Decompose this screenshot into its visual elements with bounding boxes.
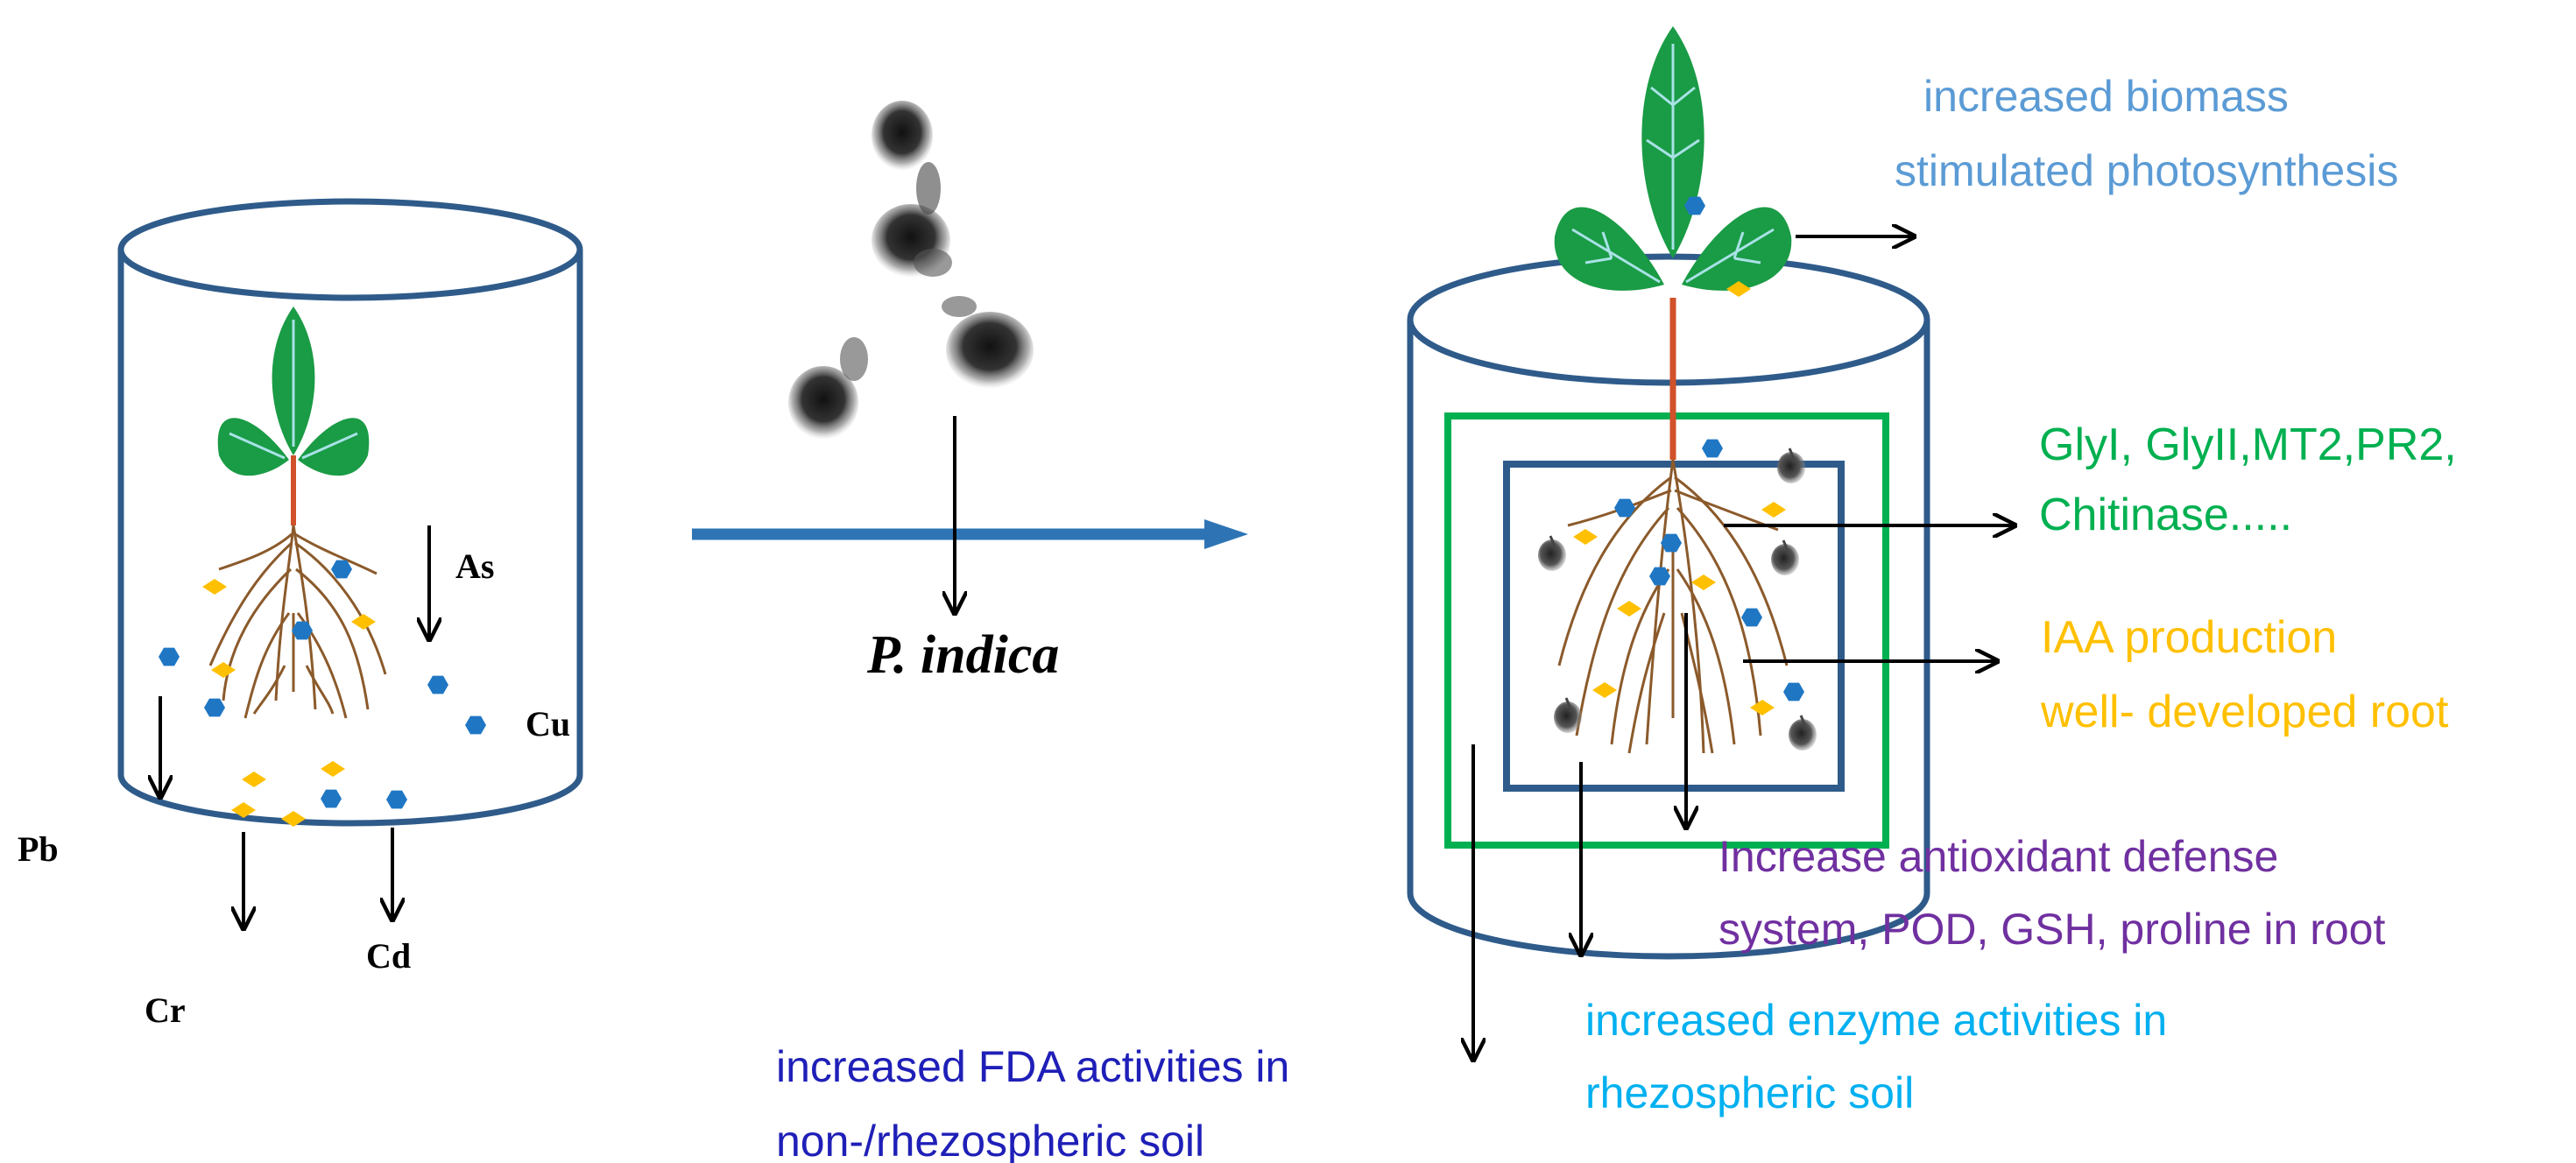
svg-text:well- developed root: well- developed root bbox=[2040, 687, 2449, 737]
root-effects-label: IAA production well- developed root bbox=[2040, 612, 2449, 737]
fungal-spore-icon bbox=[788, 101, 1034, 440]
hexagon-metal-icon bbox=[386, 790, 407, 809]
svg-text:system, POD, GSH, proline in r: system, POD, GSH, proline in root bbox=[1719, 905, 2385, 954]
hexagon-metal-icon bbox=[159, 647, 180, 666]
metal-label-cu: Cu bbox=[526, 704, 570, 744]
svg-text:increased enzyme activities in: increased enzyme activities in bbox=[1585, 996, 2167, 1045]
rhizosphere-outer-box bbox=[1444, 412, 1889, 849]
enzyme-label: increased enzyme activities in rhezosphe… bbox=[1585, 996, 2167, 1117]
leaf-icon bbox=[217, 418, 289, 476]
effect-labels: increased biomass stimulated photosynthe… bbox=[776, 72, 2457, 1163]
process-arrow bbox=[692, 519, 1248, 549]
right-pot-cylinder bbox=[1407, 253, 1930, 960]
antioxidant-label: Increase antioxidant defense system, POD… bbox=[1719, 832, 2385, 954]
hexagon-metal-icon bbox=[427, 675, 448, 694]
leaf-icon bbox=[1682, 207, 1792, 291]
fungal-spore-icon bbox=[1787, 714, 1818, 752]
hexagon-metal-icon bbox=[1702, 439, 1723, 458]
svg-text:stimulated photosynthesis: stimulated photosynthesis bbox=[1895, 146, 2398, 195]
right-pot bbox=[1407, 26, 2015, 1060]
svg-text:rhezospheric soil: rhezospheric soil bbox=[1585, 1068, 1914, 1117]
diamond-metal-icon bbox=[1617, 601, 1641, 617]
leaf-icon bbox=[1641, 26, 1704, 258]
fungus-label: P. indica bbox=[866, 625, 1059, 685]
diamond-metal-icon bbox=[1573, 529, 1598, 545]
fungal-spore-icon bbox=[1552, 696, 1584, 735]
left-pot: As Cu Pb Cd Cr bbox=[18, 198, 583, 1030]
left-pot-cylinder bbox=[117, 198, 583, 827]
metal-label-cr: Cr bbox=[145, 990, 186, 1030]
hexagon-metal-icon bbox=[1741, 608, 1762, 627]
left-leaching-arrows bbox=[160, 525, 429, 928]
metal-label-pb: Pb bbox=[18, 829, 59, 869]
genes-label: GlyI, GlyII,MT2,PR2, Chitinase..... bbox=[2039, 419, 2457, 540]
svg-text:Increase antioxidant defense: Increase antioxidant defense bbox=[1719, 832, 2278, 881]
diamond-metal-icon bbox=[202, 579, 227, 595]
right-effect-arrows bbox=[1473, 236, 2015, 1060]
metal-label-as: As bbox=[455, 546, 494, 586]
left-plant bbox=[208, 307, 387, 719]
diamond-metal-icon bbox=[1691, 574, 1716, 590]
svg-text:non-/rhezospheric soil: non-/rhezospheric soil bbox=[776, 1117, 1204, 1163]
hexagon-metal-icon bbox=[465, 715, 486, 735]
hexagon-metal-icon bbox=[204, 698, 225, 717]
shoot-effects-label: increased biomass stimulated photosynthe… bbox=[1895, 72, 2398, 195]
fungal-spore-icon bbox=[1775, 447, 1807, 485]
right-plant bbox=[1554, 26, 1792, 754]
hexagon-metal-icon bbox=[321, 789, 342, 808]
diamond-metal-icon bbox=[1592, 682, 1617, 698]
diamond-metal-icon bbox=[211, 662, 236, 678]
svg-text:Chitinase.....: Chitinase..... bbox=[2039, 490, 2292, 540]
diamond-metal-icon bbox=[321, 761, 345, 777]
svg-text:IAA production: IAA production bbox=[2041, 612, 2337, 663]
hexagon-metal-icon bbox=[331, 560, 352, 579]
diamond-metal-icon bbox=[242, 772, 266, 787]
treatment-section: P. indica bbox=[692, 101, 1248, 685]
fungal-spore-icon bbox=[1769, 539, 1801, 577]
fungal-spore-icon bbox=[1536, 534, 1568, 573]
leaf-icon bbox=[298, 418, 370, 476]
svg-text:increased FDA activities in: increased FDA activities in bbox=[776, 1042, 1289, 1091]
leaf-icon bbox=[272, 307, 315, 455]
fda-label: increased FDA activities in non-/rhezosp… bbox=[776, 1042, 1289, 1163]
svg-text:GlyI, GlyII,MT2,PR2,: GlyI, GlyII,MT2,PR2, bbox=[2039, 419, 2457, 470]
metal-label-cd: Cd bbox=[366, 936, 411, 976]
leaf-icon bbox=[1554, 207, 1664, 291]
diamond-metal-icon bbox=[1761, 502, 1786, 518]
diamond-metal-icon bbox=[1750, 700, 1775, 715]
hexagon-metal-icon bbox=[1783, 682, 1804, 701]
diamond-metal-icon bbox=[351, 614, 376, 630]
svg-text:increased biomass: increased biomass bbox=[1923, 72, 2289, 121]
